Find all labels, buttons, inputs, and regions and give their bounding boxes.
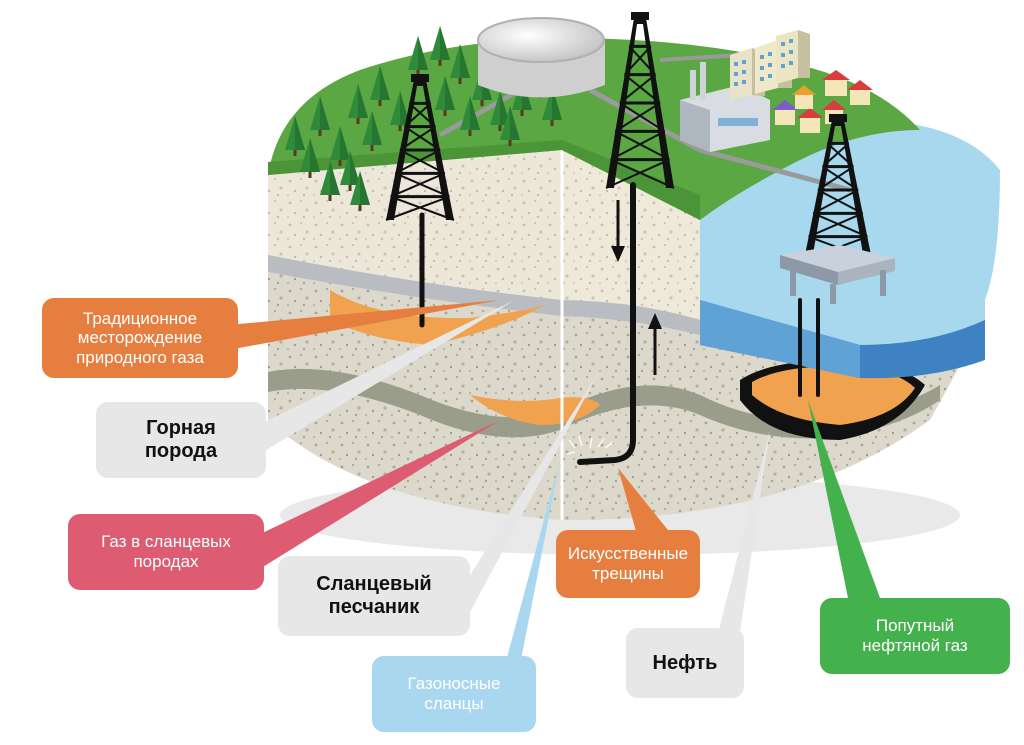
tree-icon (500, 106, 520, 146)
tree-icon (350, 171, 370, 211)
drilling-rig-icon (605, 12, 675, 189)
tree-icon (450, 44, 470, 84)
label-shale-sandstone: Сланцевый песчаник (278, 556, 470, 636)
label-shale-gas-line-1: Газ в сланцевых (101, 532, 231, 552)
label-fractures-line-1: Искусственные (567, 544, 689, 564)
tree-icon (340, 151, 360, 191)
factory-icon (680, 62, 770, 152)
label-conventional-gas: Традиционное месторождение природного га… (42, 298, 238, 378)
rock-band (268, 255, 700, 335)
label-rock: Горная порода (96, 402, 266, 478)
callout-leaders (228, 300, 880, 665)
label-oil-line-1: Нефть (652, 651, 718, 674)
up-arrow-icon (648, 313, 662, 375)
label-conventional-gas-line-2: месторождение (77, 328, 203, 348)
label-fractures: Искусственные трещины (556, 530, 700, 598)
tree-icon (310, 96, 330, 136)
well-pipes (419, 182, 820, 465)
label-rock-line-1: Горная (146, 417, 216, 439)
water-body (700, 120, 1000, 346)
tree-icon (330, 126, 350, 166)
label-gas-shales-line-2: сланцы (424, 694, 484, 713)
conventional-gas-deposit (330, 290, 545, 345)
tree-icon (300, 138, 320, 178)
label-gas-shales-line-1: Газоносные (407, 674, 501, 694)
label-fractures-line-2: трещины (592, 564, 664, 583)
tree-icon (285, 116, 305, 156)
label-gas-shales: Газоносные сланцы (372, 656, 536, 732)
label-oil: Нефть (626, 628, 744, 698)
label-shale-sandstone-line-1: Сланцевый (316, 573, 432, 595)
label-associated-gas-line-2: нефтяной газ (862, 636, 968, 655)
tree-icon (320, 161, 340, 201)
label-rock-line-2: порода (144, 440, 218, 462)
tree-icon (370, 66, 390, 106)
label-shale-sandstone-line-2: песчаник (328, 596, 420, 618)
apartment-building-icon (730, 30, 810, 100)
down-arrow-icon (611, 200, 625, 262)
label-associated-gas: Попутный нефтяной газ (820, 598, 1010, 674)
tree-icon (430, 26, 450, 66)
tree-icon (362, 111, 382, 151)
storage-tank-icon (477, 17, 605, 98)
label-shale-gas: Газ в сланцевых породах (68, 514, 264, 590)
tree-icon (348, 84, 368, 124)
drilling-rig-icon (803, 114, 873, 261)
drilling-rig-icon (385, 74, 455, 221)
tree-icon (408, 36, 428, 76)
house-icon (772, 70, 873, 133)
artificial-fractures (566, 435, 614, 455)
label-conventional-gas-line-1: Традиционное (82, 308, 198, 328)
tree-icon (435, 76, 455, 116)
tree-icon (460, 96, 480, 136)
label-shale-gas-line-2: породах (133, 552, 199, 571)
label-conventional-gas-line-3: природного газа (76, 347, 204, 367)
associated-gas-deposit (752, 366, 915, 425)
label-associated-gas-line-1: Попутный (875, 616, 955, 636)
shale-gas-deposit (470, 395, 600, 425)
offshore-platform-icon (780, 245, 895, 304)
